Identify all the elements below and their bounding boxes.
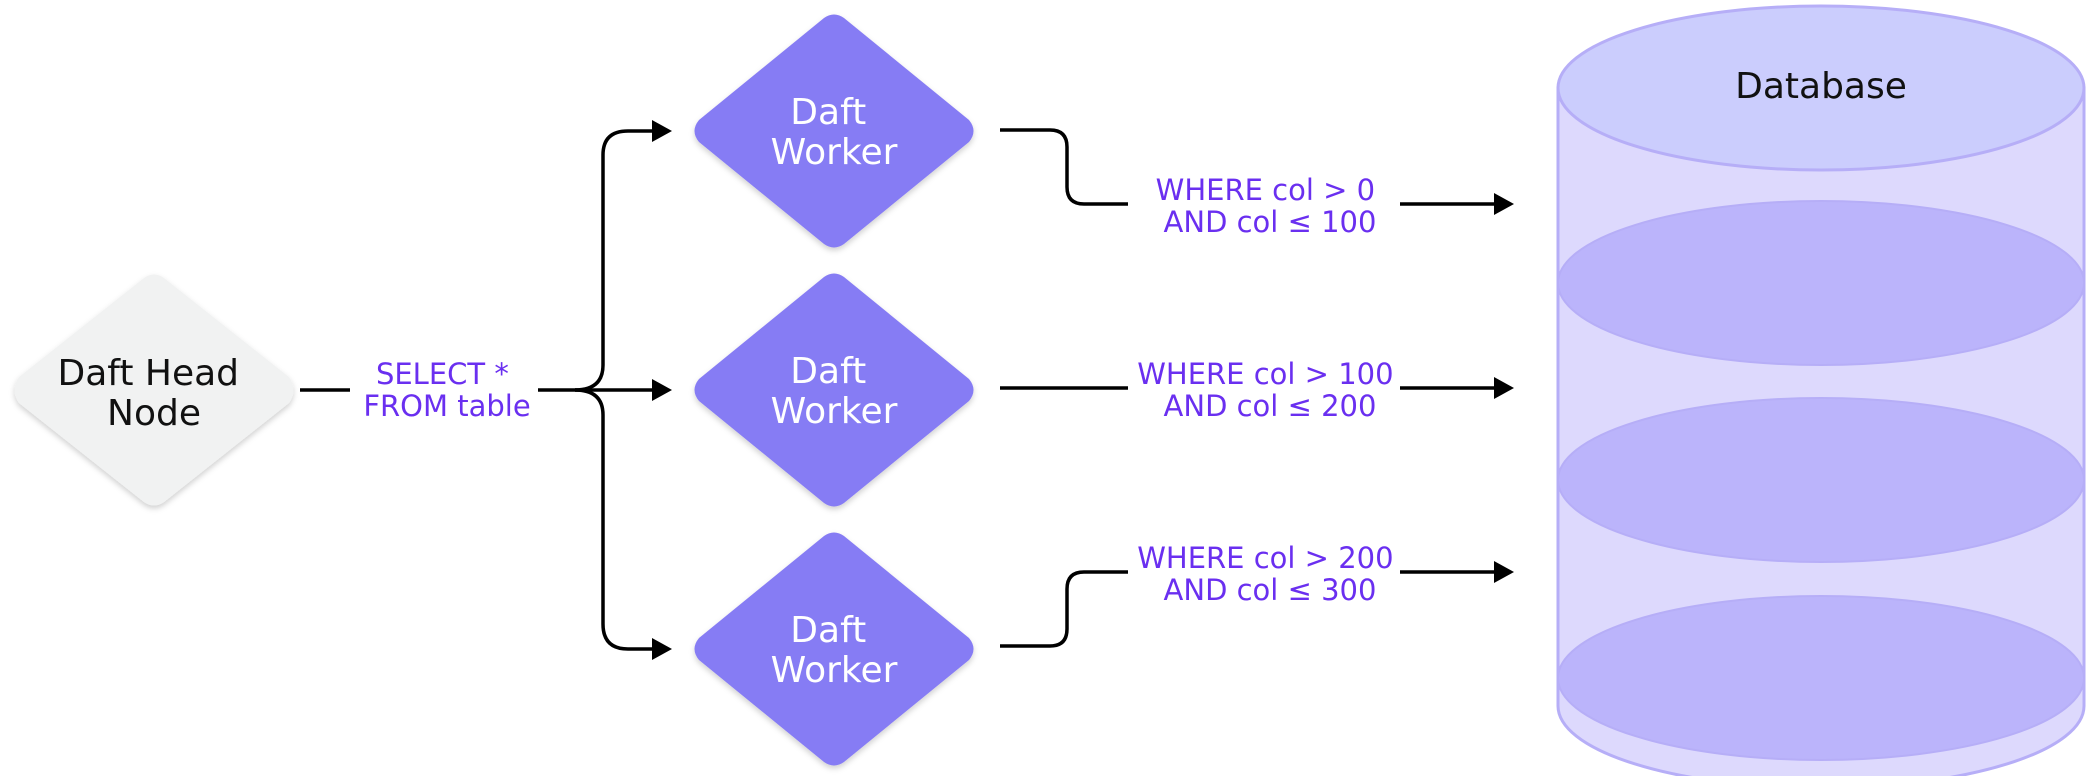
worker-3-edge bbox=[1000, 570, 1128, 648]
fork-arrowhead-top bbox=[652, 120, 672, 142]
head-node: Daft Head Node bbox=[14, 274, 294, 506]
fork-arrowhead-middle bbox=[652, 379, 672, 401]
partition-query-3-line1: WHERE col > 200 bbox=[1137, 541, 1393, 575]
worker-label-1: Daft Worker bbox=[771, 92, 898, 173]
worker-1-edge bbox=[1000, 128, 1128, 206]
partition-query-1: WHERE col > 0 AND col ≤ 100 bbox=[1156, 173, 1385, 239]
fork-edge-bottom bbox=[574, 388, 652, 651]
head-query-line2: FROM table bbox=[363, 389, 530, 423]
head-node-label-line1: Daft Head bbox=[58, 353, 240, 394]
query-1-arrowhead bbox=[1494, 193, 1514, 215]
worker-label-1-line2: Worker bbox=[771, 132, 898, 173]
head-query-line1: SELECT * bbox=[376, 357, 509, 391]
worker-node-1: Daft Worker bbox=[694, 14, 974, 248]
database-partition-2 bbox=[1557, 397, 2085, 563]
database-cylinder: Database bbox=[1556, 4, 2086, 776]
worker-label-3-line1: Daft bbox=[790, 610, 866, 651]
query-2-arrowhead bbox=[1494, 377, 1514, 399]
worker-edges bbox=[1000, 128, 1128, 648]
partition-query-2-line2: AND col ≤ 200 bbox=[1164, 389, 1377, 423]
database-arrows bbox=[1400, 193, 1514, 583]
head-node-label-line2: Node bbox=[107, 393, 201, 434]
worker-diamond-3 bbox=[694, 532, 974, 766]
database-label: Database bbox=[1735, 66, 1907, 107]
worker-label-2: Daft Worker bbox=[771, 351, 898, 432]
worker-node-3: Daft Worker bbox=[694, 532, 974, 766]
worker-diamond-2 bbox=[694, 273, 974, 507]
head-query-label: SELECT * FROM table bbox=[363, 357, 530, 423]
head-node-diamond bbox=[14, 274, 294, 506]
fork-arrowhead-bottom bbox=[652, 638, 672, 660]
database-partition-3 bbox=[1557, 595, 2085, 761]
worker-label-3-line2: Worker bbox=[771, 650, 898, 691]
worker-label-2-line2: Worker bbox=[771, 391, 898, 432]
partition-query-1-line1: WHERE col > 0 bbox=[1156, 173, 1375, 207]
head-node-label: Daft Head Node bbox=[58, 353, 251, 434]
head-edges bbox=[300, 120, 672, 660]
worker-label-3: Daft Worker bbox=[771, 610, 898, 691]
database-top bbox=[1556, 4, 2086, 172]
partition-query-2: WHERE col > 100 AND col ≤ 200 bbox=[1137, 357, 1403, 423]
fork-edge-top bbox=[574, 129, 652, 392]
worker-diamond-1 bbox=[694, 14, 974, 248]
database-partition-1 bbox=[1557, 200, 2085, 366]
query-3-arrowhead bbox=[1494, 561, 1514, 583]
partition-query-2-line1: WHERE col > 100 bbox=[1137, 357, 1393, 391]
partition-query-3-line2: AND col ≤ 300 bbox=[1164, 573, 1377, 607]
partition-query-3: WHERE col > 200 AND col ≤ 300 bbox=[1137, 541, 1403, 607]
partition-query-1-line2: AND col ≤ 100 bbox=[1164, 205, 1377, 239]
worker-label-2-line1: Daft bbox=[790, 351, 866, 392]
worker-label-1-line1: Daft bbox=[790, 92, 866, 133]
worker-node-2: Daft Worker bbox=[694, 273, 974, 507]
